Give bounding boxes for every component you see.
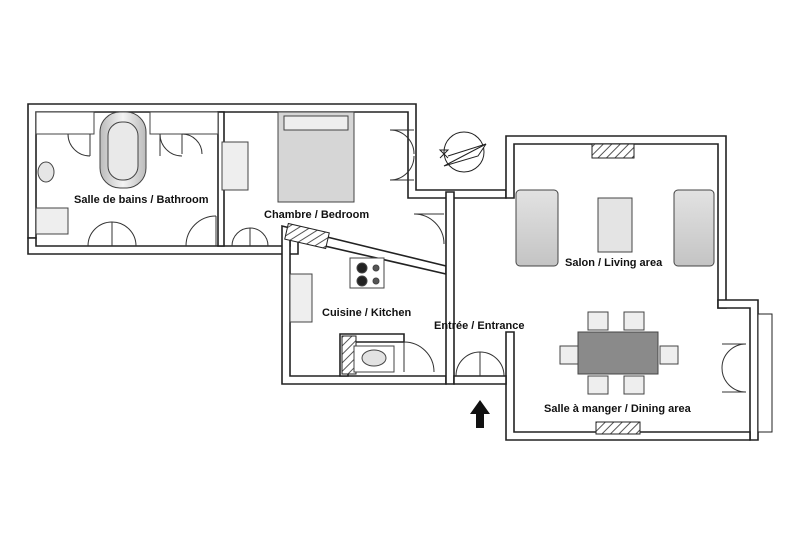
shower-tray [35,207,69,235]
sofa-left [515,189,559,267]
room-label-entrance: Entrée / Entrance [434,320,525,332]
room-label-dining: Salle à manger / Dining area [544,403,691,415]
hatched-walls [284,143,773,435]
washbasin [37,161,55,183]
bathroom-fixtures [35,111,219,235]
dining-table [577,331,659,375]
dining-furniture [559,311,679,395]
hob [349,257,385,289]
bedroom-furniture [221,111,355,203]
walls [27,103,759,441]
kitchen-furniture [289,257,395,373]
sofa-right [673,189,715,267]
room-label-bathroom: Salle de bains / Bathroom [74,194,209,206]
room-label-living: Salon / Living area [565,257,663,269]
kitchen-sink [289,273,313,323]
room-label-bedroom: Chambre / Bedroom [264,209,370,221]
entry-arrow-icon [470,400,490,428]
living-furniture [515,189,715,267]
compass-icon [438,131,487,173]
room-label-kitchen: Cuisine / Kitchen [322,307,412,319]
coffee-table [597,197,633,253]
